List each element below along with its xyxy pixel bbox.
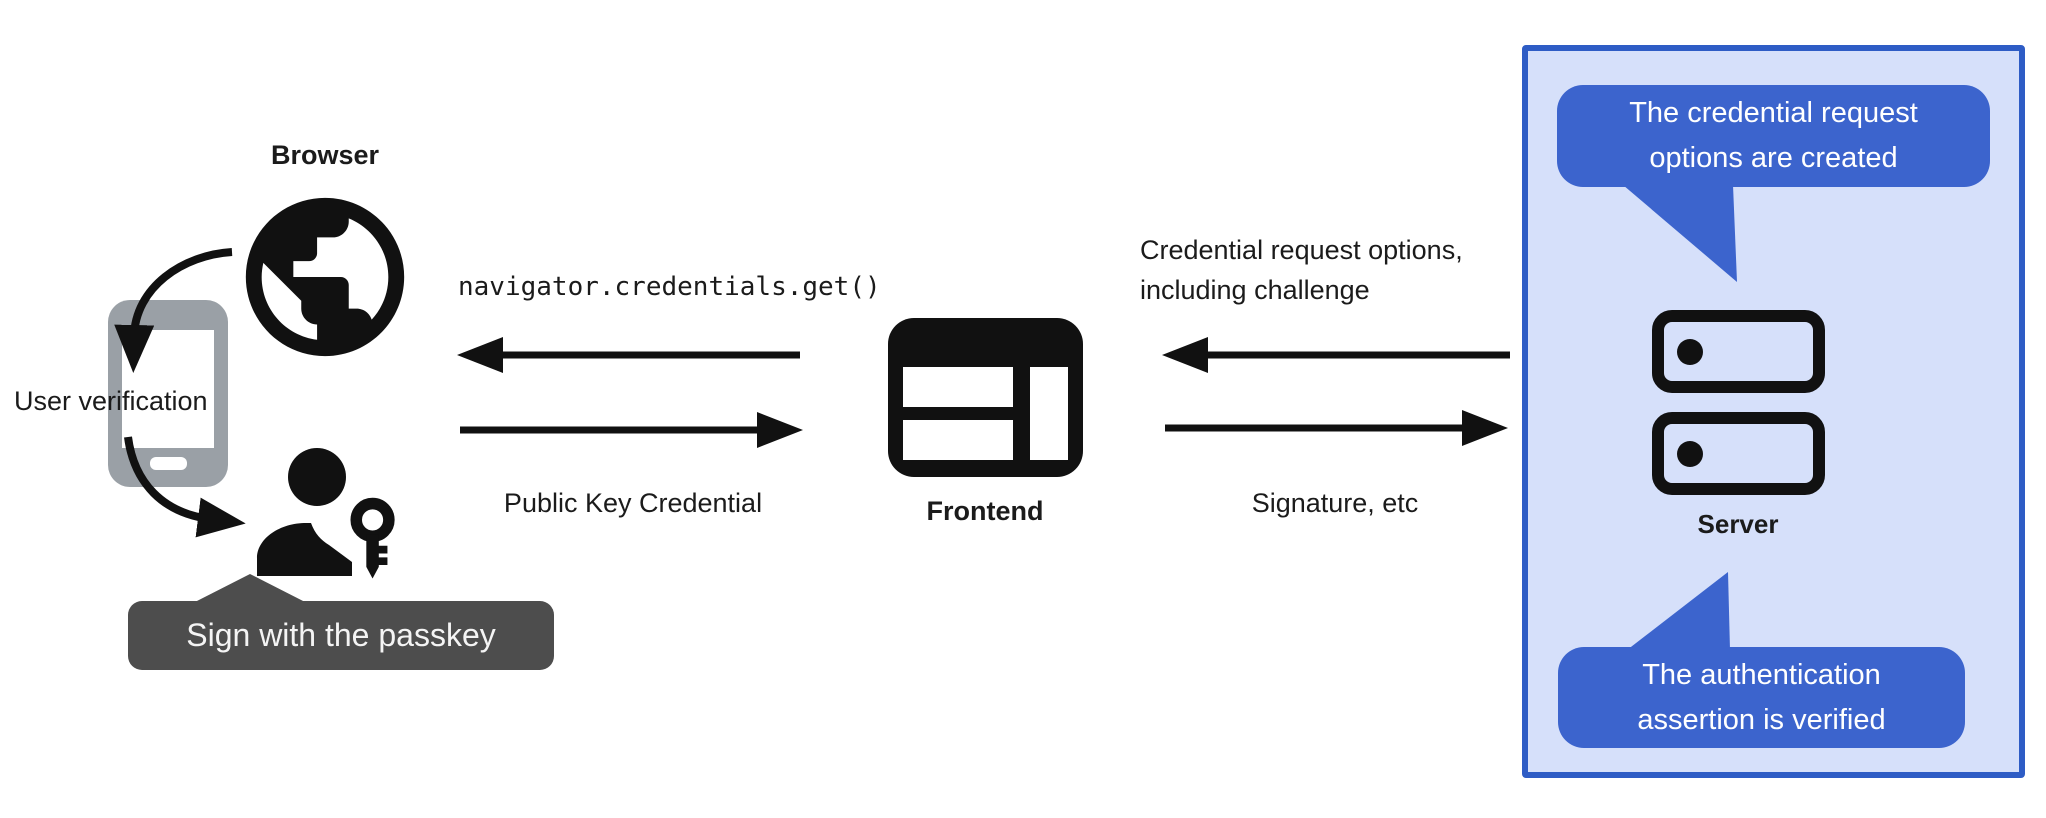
globe-icon — [245, 197, 405, 357]
arrow-phone-to-person — [124, 436, 246, 538]
arrow-globe-to-phone — [114, 248, 233, 373]
user-icon — [257, 448, 352, 576]
sign-with-passkey-text: Sign with the passkey — [186, 617, 496, 653]
curved-flow-arrows — [114, 248, 246, 538]
callout-tail — [193, 574, 307, 603]
signature-etc-label: Signature, etc — [1251, 488, 1419, 518]
browser-window-icon — [888, 318, 1083, 477]
public-key-credential-label: Public Key Credential — [503, 488, 763, 518]
arrow-frontend-to-server — [1165, 410, 1508, 446]
browser-label: Browser — [270, 140, 380, 170]
credential-request-line2: including challenge — [1140, 275, 1370, 305]
bottom-bubble-tail — [1627, 572, 1730, 650]
assertion-verified-text: The authentication assertion is verified — [1637, 658, 1886, 736]
top-bubble-tail — [1623, 185, 1737, 282]
credential-request-line1: Credential request options, — [1140, 235, 1463, 265]
arrow-server-to-frontend — [1162, 337, 1510, 373]
assertion-verified-bubble: The authentication assertion is verified — [1558, 647, 1965, 748]
sign-with-passkey-callout: Sign with the passkey — [128, 601, 554, 670]
credential-options-created-bubble: The credential request options are creat… — [1557, 85, 1990, 187]
navigator-credentials-code: navigator.credentials.get() — [458, 272, 881, 302]
frontend-label: Frontend — [926, 496, 1044, 526]
smartphone-icon — [108, 300, 228, 487]
credential-request-options-text: Credential request options, including ch… — [1140, 230, 1540, 310]
arrow-browser-to-frontend — [460, 412, 803, 448]
key-icon — [350, 497, 395, 579]
server-stack-icon — [1652, 310, 1825, 495]
arrow-frontend-to-browser — [457, 337, 800, 373]
server-label: Server — [1697, 509, 1779, 539]
user-verification-label: User verification — [14, 386, 208, 416]
credential-options-created-text: The credential request options are creat… — [1629, 97, 1918, 174]
